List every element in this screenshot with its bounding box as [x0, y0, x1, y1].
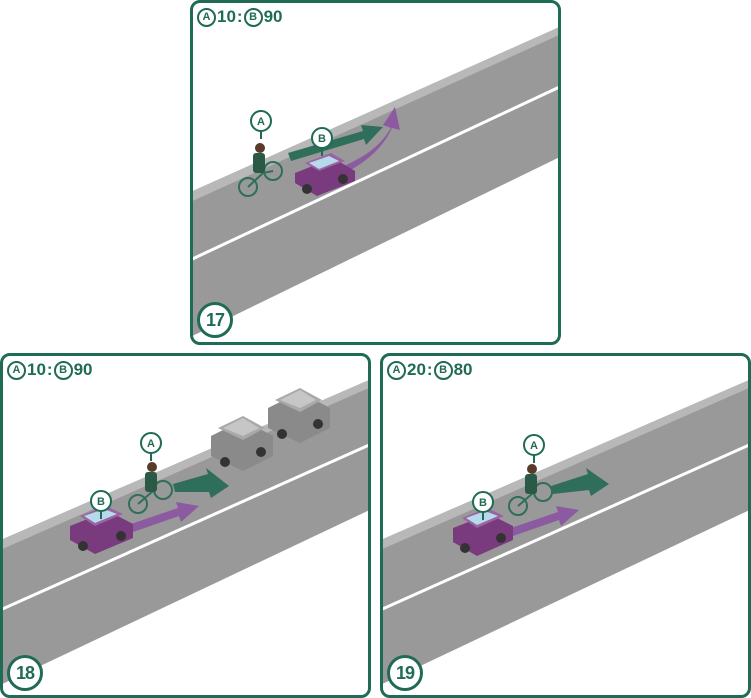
marker-a-circle: A	[7, 360, 26, 380]
ratio-separator: :	[46, 360, 53, 379]
panel-19: A 20 : B 80 A B 19	[380, 353, 751, 698]
arrow-a	[173, 468, 229, 498]
bicycle-a	[128, 462, 173, 514]
ratio-b-value: 90	[263, 7, 283, 26]
marker-b-circle: B	[243, 7, 263, 27]
gray-car-1	[211, 416, 273, 471]
panel-number: 19	[387, 655, 423, 691]
marker-a-circle: A	[197, 7, 216, 27]
road-scene	[193, 27, 558, 336]
road	[383, 388, 748, 684]
pin-b-label: B	[479, 497, 487, 509]
marker-b-circle: B	[433, 360, 453, 380]
panel-18: A 10 : B 90 A B 18	[0, 353, 371, 698]
marker-a-circle: A	[387, 360, 406, 380]
road	[3, 388, 368, 684]
ratio-separator: :	[236, 7, 243, 26]
ratio-b-value: 80	[453, 360, 473, 379]
pin-b-label: B	[97, 496, 105, 508]
lane-line	[193, 86, 558, 261]
arrow-b	[333, 107, 400, 179]
ratio-a-value: 20	[407, 360, 426, 379]
panel-number: 17	[197, 302, 233, 338]
car-b	[295, 153, 355, 196]
road-scene	[3, 380, 368, 684]
ratio-a-value: 10	[27, 360, 46, 379]
car-b	[453, 508, 513, 556]
ratio-separator: :	[426, 360, 433, 379]
pin-b: B	[472, 491, 494, 520]
ratio-a-value: 10	[217, 7, 236, 26]
arrow-a	[551, 468, 609, 496]
arrow-b	[131, 502, 199, 532]
ratio-label: A 10 : B 90	[197, 7, 284, 27]
pin-a-label: A	[257, 116, 265, 128]
arrow-a	[288, 125, 383, 161]
panel-number: 18	[7, 655, 43, 691]
bicycle-a	[508, 464, 553, 516]
pin-a-label: A	[147, 438, 155, 450]
road-scene	[383, 380, 748, 684]
pin-a: A	[250, 110, 272, 139]
road	[193, 35, 558, 336]
pin-b: B	[311, 127, 333, 156]
ratio-b-value: 90	[73, 360, 93, 379]
bicycle-a	[238, 143, 283, 197]
gray-car-2	[268, 388, 330, 443]
pin-b: B	[90, 490, 112, 519]
ratio-label: A 10 : B 90	[7, 360, 94, 380]
pin-b-label: B	[318, 133, 326, 145]
marker-b-circle: B	[53, 360, 73, 380]
pin-a-label: A	[530, 440, 538, 452]
lane-line	[3, 443, 368, 611]
lane-line	[383, 443, 748, 611]
pin-a: A	[523, 434, 545, 463]
pin-a: A	[140, 432, 162, 461]
arrow-b	[511, 506, 579, 536]
panel-17: A 10 : B 90 A B 17	[190, 0, 561, 345]
ratio-label: A 20 : B 80	[387, 360, 474, 380]
